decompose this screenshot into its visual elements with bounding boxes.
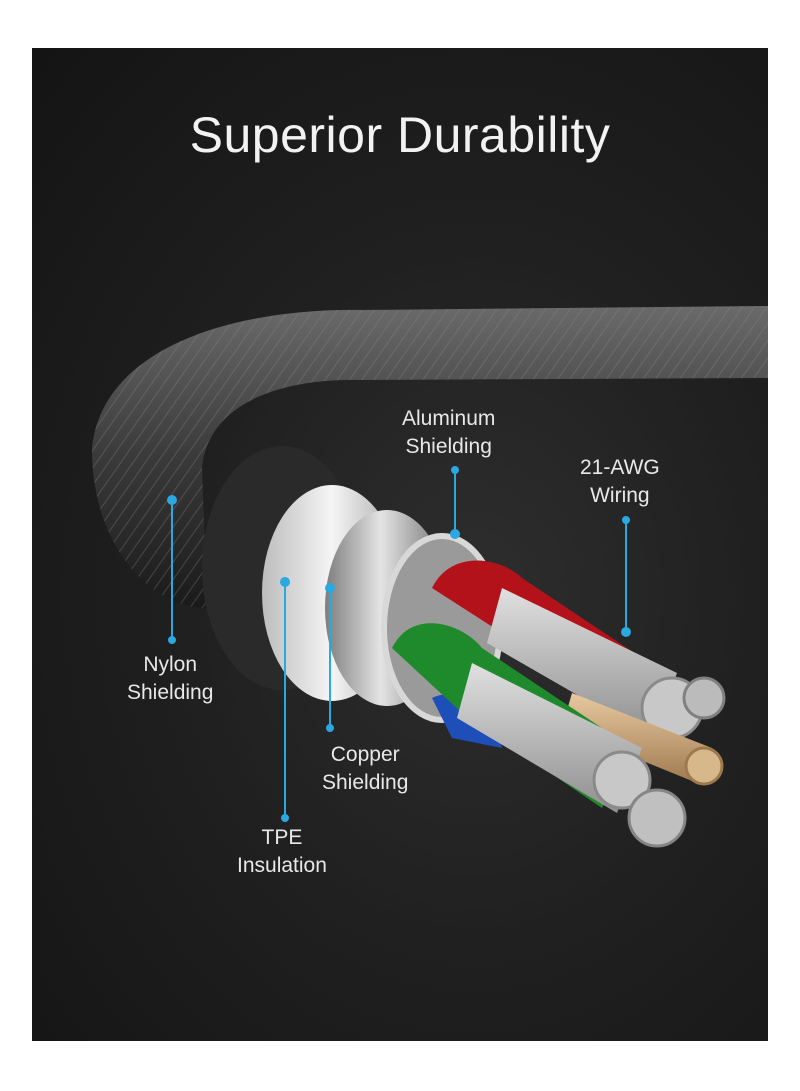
callout-end-tpe [281,814,289,822]
label-nylon-shielding: Nylon Shielding [127,651,213,707]
label-awg-line1: 21-AWG [580,456,660,479]
label-tpe-line1: TPE [261,826,303,849]
label-copper-line1: Copper [330,743,400,766]
cable-cross-section-illustration [92,306,768,848]
callout-lines [167,466,631,822]
label-aluminum-line2: Shielding [405,435,492,458]
small-wire-strand-end [682,676,726,720]
callout-dot-copper [325,583,335,593]
label-21-awg-wiring: 21-AWG Wiring [580,454,660,510]
label-aluminum-shielding: Aluminum Shielding [402,405,495,461]
product-image-panel: Superior Durability [32,48,768,1041]
callout-dot-aluminum [450,529,460,539]
callout-end-awg [622,516,630,524]
callout-dot-nylon [167,495,177,505]
label-awg-line2: Wiring [590,484,650,507]
lower-wire-strand-end [627,788,687,848]
callout-end-nylon [168,636,176,644]
callout-end-copper [326,724,334,732]
label-nylon-line1: Nylon [143,653,198,676]
label-tpe-line2: Insulation [237,854,327,877]
label-aluminum-line1: Aluminum [402,407,496,430]
callout-end-aluminum [451,466,459,474]
label-nylon-line2: Shielding [127,681,214,704]
label-copper-shielding: Copper Shielding [322,741,408,797]
headline: Superior Durability [189,107,611,163]
bare-copper-conductor [562,693,712,783]
red-wire-strands [487,588,677,738]
braid-weave-texture [92,306,768,608]
callout-dot-awg [621,627,631,637]
label-tpe-insulation: TPE Insulation [237,824,327,880]
callout-dot-tpe [280,577,290,587]
green-wire-strand-end [592,750,652,810]
copper-conductor-end [684,746,724,786]
label-copper-line2: Shielding [322,771,409,794]
